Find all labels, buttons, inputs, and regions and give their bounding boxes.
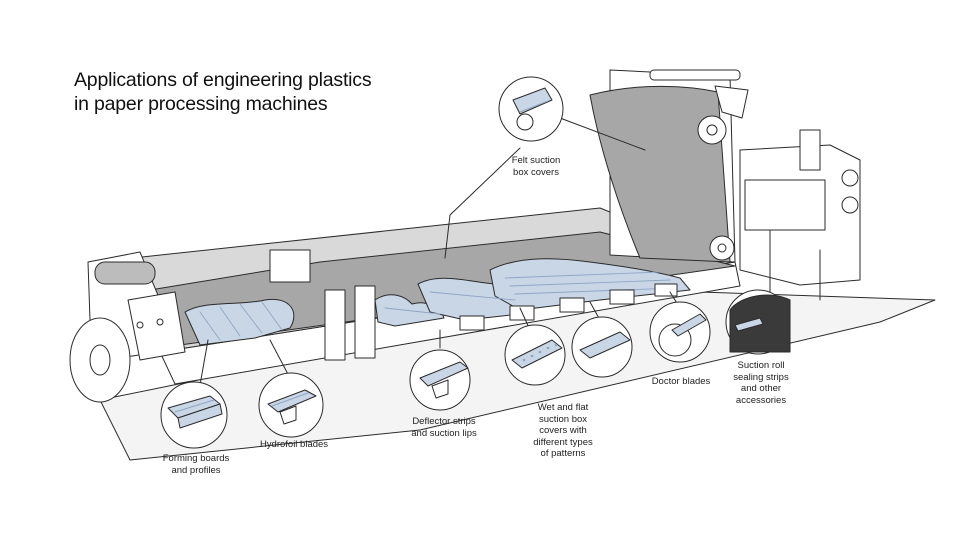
label-wet-flat-line-4: different types: [533, 436, 593, 448]
title-line-1: Applications of engineering plastics: [74, 69, 372, 91]
breast-roll-end: [89, 344, 111, 376]
label-doctor: Doctor blades: [640, 376, 722, 388]
callout-suction-roll: [725, 289, 791, 355]
label-suction-roll-line-1: Suction roll: [737, 360, 785, 371]
callout-hydrofoil: [258, 372, 324, 438]
label-wet-flat-line-3: covers with: [539, 425, 587, 436]
wire-lines-forming: [199, 301, 283, 341]
label-suction-roll-line-2: sealing strips: [733, 371, 789, 383]
label-wet-flat-line-5: of patterns: [540, 448, 586, 459]
label-deflector: Deflector strips and suction lips: [396, 416, 492, 439]
wire-patch-forming: [184, 298, 295, 346]
headbox-roll: [94, 261, 156, 285]
press-crossbar: [649, 69, 741, 81]
label-wet-flat-line-2: suction box: [538, 413, 588, 425]
drive-column: [799, 129, 821, 171]
label-hydrofoil-line-1: Hydrofoil blades: [259, 439, 329, 450]
wire-patch-large: [489, 258, 691, 311]
label-deflector-line-2: and suction lips: [411, 427, 477, 439]
label-forming-boards-line-1: Forming boards: [162, 453, 230, 464]
drive-wheel-2: [841, 196, 859, 214]
felt-sheet: [589, 85, 731, 263]
label-wet-flat: Wet and flat suction box covers with dif…: [522, 402, 604, 460]
callout-wet-flat: [504, 324, 566, 386]
label-felt-suction-line-1: Felt suction: [511, 155, 561, 166]
callout-deflector: [409, 349, 471, 411]
label-deflector-line-1: Deflector strips: [412, 416, 476, 427]
title-line-2: in paper processing machines: [74, 93, 328, 115]
press-bracket: [714, 85, 749, 119]
label-felt-suction: Felt suction box covers: [496, 155, 576, 178]
label-hydrofoil: Hydrofoil blades: [246, 439, 342, 451]
press-roll-bottom-inner: [717, 243, 727, 253]
label-suction-roll: Suction roll sealing strips and other ac…: [720, 360, 802, 406]
frame-posts: [269, 249, 376, 361]
suction-boxes: [459, 283, 678, 331]
page-title: Applications of engineering plastics in …: [74, 68, 372, 116]
headbox-side: [127, 291, 186, 361]
wire-lines-large: [384, 271, 677, 315]
callout-forming-boards: [160, 381, 228, 449]
headbox-bolt-1: [136, 321, 144, 329]
label-forming-boards: Forming boards and profiles: [150, 453, 242, 476]
label-suction-roll-line-3: and other: [740, 383, 782, 394]
label-wet-flat-line-1: Wet and flat: [537, 402, 589, 413]
callout-felt-suction: [498, 76, 564, 142]
drive-wheel-1: [841, 169, 859, 187]
label-felt-suction-line-2: box covers: [513, 166, 559, 178]
callout-doctor: [649, 301, 711, 363]
label-forming-boards-line-2: and profiles: [171, 464, 221, 476]
label-suction-roll-line-4: accessories: [735, 394, 787, 406]
callout-wet-flat-2: [571, 316, 633, 378]
label-doctor-line-1: Doctor blades: [651, 376, 711, 387]
headbox-bolt-2: [156, 318, 164, 326]
drive-motor: [744, 179, 826, 231]
press-roll-top-inner: [706, 124, 718, 136]
